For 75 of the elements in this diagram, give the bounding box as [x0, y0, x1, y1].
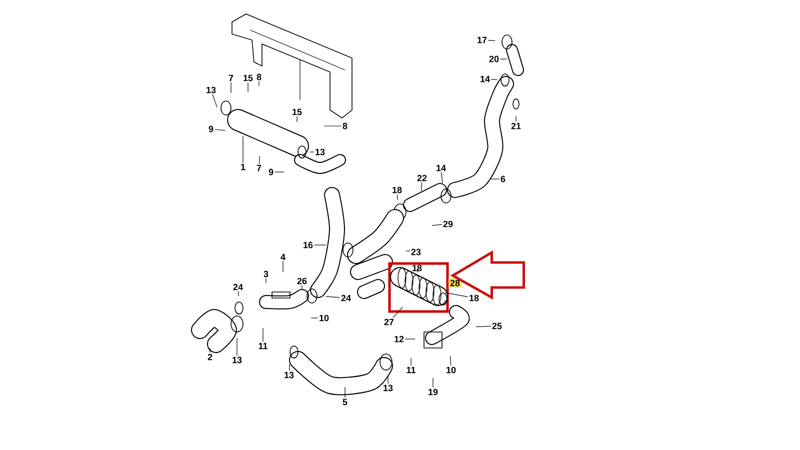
callout-number: 18 — [412, 264, 422, 272]
callout-number: 14 — [480, 76, 490, 82]
leader-line — [392, 306, 403, 318]
leader-line — [410, 358, 412, 366]
callout-number: 15 — [292, 108, 302, 116]
callout-number: 6 — [500, 176, 506, 182]
callout-number: 13 — [384, 384, 393, 392]
leader-line — [490, 178, 500, 180]
leader-line — [488, 40, 496, 41]
callout-number: 8 — [256, 74, 262, 80]
callout-number: 14 — [436, 164, 446, 172]
callout-number: 13 — [284, 372, 294, 378]
leader-line — [282, 261, 284, 272]
callout-number: 15 — [244, 74, 253, 82]
leader-line — [406, 250, 410, 252]
callout-number: 17 — [478, 36, 487, 44]
callout-number: 1 — [241, 164, 246, 170]
leader-line — [236, 338, 238, 356]
callout-number: 26 — [297, 278, 307, 284]
leader-line — [296, 116, 298, 122]
callout-number: 9 — [268, 168, 274, 176]
leader-line — [444, 292, 468, 298]
callout-number: 27 — [384, 318, 394, 326]
callout-number: 4 — [280, 254, 286, 260]
callout-number: 20 — [489, 56, 499, 62]
leader-line — [242, 136, 244, 163]
leader-line — [262, 328, 264, 342]
callout-number: 3 — [264, 270, 268, 278]
leader-line — [432, 224, 442, 226]
leader-line — [396, 194, 398, 200]
leader-line — [258, 156, 260, 164]
callout-number: 10 — [446, 366, 456, 374]
callout-number: 13 — [232, 356, 242, 364]
callout-number: 11 — [406, 366, 416, 374]
leader-line — [258, 81, 260, 86]
callout-number: 7 — [228, 74, 234, 82]
leader-line — [416, 268, 418, 273]
callout-number: 24 — [233, 284, 243, 290]
callout-number: 2 — [208, 354, 212, 360]
callout-number: 22 — [417, 174, 427, 182]
callout-number: 29 — [443, 220, 453, 228]
leader-line — [230, 82, 232, 94]
callout-number: 9 — [208, 126, 214, 132]
leader-line — [441, 172, 443, 184]
leader-line — [490, 79, 498, 80]
callout-number: 7 — [256, 164, 262, 172]
callout-number: 21 — [511, 122, 521, 130]
callout-number: 25 — [492, 322, 502, 330]
leader-line — [238, 291, 239, 296]
callout-number: 18 — [470, 294, 479, 302]
leader-line — [432, 378, 434, 388]
leader-line — [450, 356, 452, 366]
callout-number: 23 — [411, 248, 421, 256]
leader-line — [326, 296, 340, 298]
leader-line — [344, 386, 346, 398]
leader-line — [288, 364, 290, 371]
callout-number: 13 — [316, 148, 325, 156]
leader-line — [314, 244, 326, 246]
callout-number: 5 — [342, 398, 348, 406]
callout-number: 13 — [206, 86, 216, 94]
leader-line — [212, 94, 218, 108]
leader-line — [404, 338, 416, 340]
callout-number: 10 — [320, 314, 329, 322]
leader-line — [421, 182, 422, 192]
callout-number: 12 — [394, 336, 404, 342]
callout-number: 18 — [392, 186, 402, 194]
highlight-frame — [388, 262, 449, 313]
callout-number: 19 — [428, 388, 438, 396]
callout-number: 24 — [341, 294, 351, 302]
leader-line — [500, 58, 508, 60]
callout-number: 16 — [304, 242, 313, 248]
leader-line — [214, 129, 226, 131]
leader-line — [476, 326, 492, 328]
callout-number: 11 — [258, 342, 268, 350]
callout-number: 8 — [342, 122, 348, 130]
